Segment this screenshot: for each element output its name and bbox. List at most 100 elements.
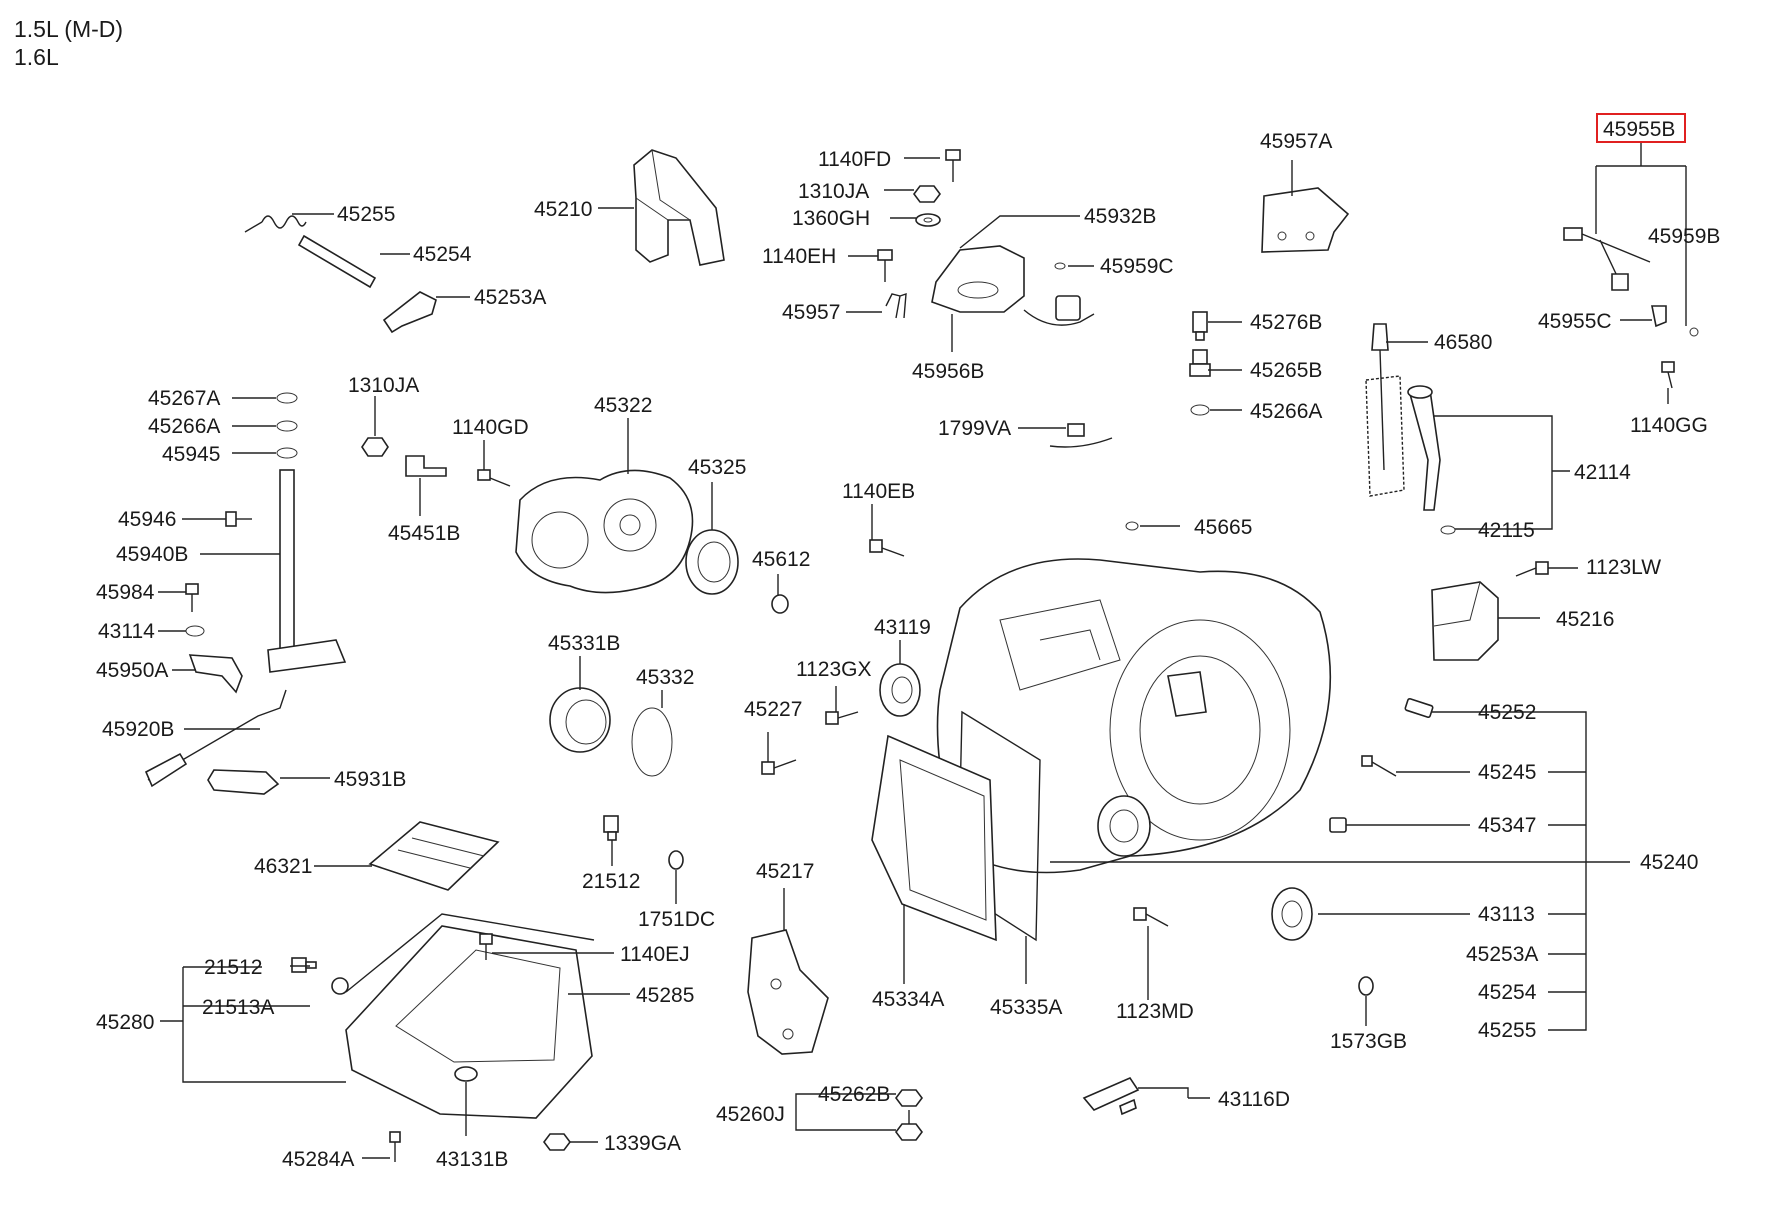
label-45255[interactable]: 45255 — [337, 203, 395, 226]
label-45957A[interactable]: 45957A — [1260, 130, 1332, 153]
label-46321[interactable]: 46321 — [254, 855, 312, 878]
label-45334A[interactable]: 45334A — [872, 988, 944, 1011]
label-45325[interactable]: 45325 — [688, 456, 746, 479]
label-45252[interactable]: 45252 — [1478, 701, 1536, 724]
label-45984[interactable]: 45984 — [96, 581, 155, 604]
plug-45252-part — [1404, 697, 1434, 719]
bracket-45216-part — [1431, 581, 1499, 661]
label-45227[interactable]: 45227 — [744, 698, 802, 721]
label-43114[interactable]: 43114 — [98, 620, 155, 643]
label-45210[interactable]: 45210 — [534, 198, 592, 221]
label-43113[interactable]: 43113 — [1478, 903, 1535, 926]
label-45451B[interactable]: 45451B — [388, 522, 460, 545]
label-45217[interactable]: 45217 — [756, 860, 814, 883]
leader-lines — [158, 141, 1687, 1159]
plug-45265B-part — [1189, 349, 1211, 377]
label-1573GB[interactable]: 1573GB — [1330, 1030, 1407, 1053]
nut-1339GA-part — [543, 1133, 571, 1151]
label-45266A-left[interactable]: 45266A — [148, 415, 220, 438]
label-1339GA[interactable]: 1339GA — [604, 1132, 681, 1155]
spring-45255-part — [244, 215, 307, 233]
label-45347[interactable]: 45347 — [1478, 814, 1536, 837]
bolt-1140EJ-part — [479, 933, 493, 960]
label-45932B[interactable]: 45932B — [1084, 205, 1156, 228]
oring-45945-part — [276, 447, 298, 459]
label-45946[interactable]: 45946 — [118, 508, 176, 531]
label-45266A-right[interactable]: 45266A — [1250, 400, 1322, 423]
label-45265B[interactable]: 45265B — [1250, 359, 1322, 382]
label-45612[interactable]: 45612 — [752, 548, 810, 571]
label-45276B[interactable]: 45276B — [1250, 311, 1322, 334]
filter-46321-part — [368, 821, 500, 891]
label-45959B[interactable]: 45959B — [1648, 225, 1720, 248]
label-43131B[interactable]: 43131B — [436, 1148, 508, 1171]
oring-42115-part — [1440, 525, 1456, 535]
bolt-1123MD-part — [1133, 907, 1169, 927]
label-46580[interactable]: 46580 — [1434, 331, 1492, 354]
label-45335A[interactable]: 45335A — [990, 996, 1062, 1019]
rod-45920B-part — [144, 689, 287, 788]
label-45245[interactable]: 45245 — [1478, 761, 1536, 784]
label-45956B[interactable]: 45956B — [912, 360, 984, 383]
label-45920B[interactable]: 45920B — [102, 718, 174, 741]
label-21512-mid[interactable]: 21512 — [582, 870, 640, 893]
label-42115[interactable]: 42115 — [1478, 519, 1535, 542]
clip-45957-part — [885, 293, 907, 319]
cover-45322-part — [515, 469, 694, 594]
label-21513A[interactable]: 21513A — [202, 996, 274, 1019]
label-45955B[interactable]: 45955B — [1603, 118, 1675, 141]
label-45254[interactable]: 45254 — [413, 243, 472, 266]
label-45955C[interactable]: 45955C — [1538, 310, 1612, 333]
highlight-box-45955B — [1596, 113, 1686, 143]
label-43116D[interactable]: 43116D — [1218, 1088, 1290, 1111]
label-45254-right[interactable]: 45254 — [1478, 981, 1537, 1004]
label-45255-right[interactable]: 45255 — [1478, 1019, 1536, 1042]
plug-45347-part — [1329, 817, 1347, 833]
label-45240[interactable]: 45240 — [1640, 851, 1698, 874]
label-45957[interactable]: 45957 — [782, 301, 840, 324]
label-45253A-right[interactable]: 45253A — [1466, 943, 1538, 966]
label-45959C[interactable]: 45959C — [1100, 255, 1174, 278]
nut-1310JA-mid-part — [361, 437, 389, 457]
label-1140EH[interactable]: 1140EH — [762, 245, 836, 268]
label-45950A[interactable]: 45950A — [96, 659, 168, 682]
label-1310JA-mid[interactable]: 1310JA — [348, 374, 419, 397]
bolt-45260J-part — [895, 1110, 923, 1141]
label-1123GX[interactable]: 1123GX — [796, 658, 872, 681]
label-1123MD[interactable]: 1123MD — [1116, 1000, 1194, 1023]
label-45262B[interactable]: 45262B — [818, 1083, 890, 1106]
label-45216[interactable]: 45216 — [1556, 608, 1614, 631]
label-45331B[interactable]: 45331B — [548, 632, 620, 655]
label-1140EJ[interactable]: 1140EJ — [620, 943, 690, 966]
label-1140GG[interactable]: 1140GG — [1630, 414, 1708, 437]
dipstick-46580-part — [1365, 323, 1405, 497]
label-1140GD[interactable]: 1140GD — [452, 416, 529, 439]
bracket-45210-part — [633, 149, 725, 266]
label-1799VA[interactable]: 1799VA — [938, 417, 1011, 440]
label-45322[interactable]: 45322 — [594, 394, 652, 417]
label-45665[interactable]: 45665 — [1194, 516, 1252, 539]
label-45253A[interactable]: 45253A — [474, 286, 546, 309]
label-45285[interactable]: 45285 — [636, 984, 694, 1007]
label-1751DC[interactable]: 1751DC — [638, 908, 715, 931]
label-1310JA-top[interactable]: 1310JA — [798, 180, 869, 203]
label-1140EB[interactable]: 1140EB — [842, 480, 915, 503]
label-45284A[interactable]: 45284A — [282, 1148, 354, 1171]
washer-1360GH-part — [915, 213, 941, 227]
label-45931B[interactable]: 45931B — [334, 768, 406, 791]
label-45260J[interactable]: 45260J — [716, 1103, 785, 1126]
label-1360GH[interactable]: 1360GH — [792, 207, 870, 230]
bracket-45217-part — [747, 929, 829, 1055]
label-43119[interactable]: 43119 — [874, 616, 931, 639]
label-45940B[interactable]: 45940B — [116, 543, 188, 566]
label-45267A[interactable]: 45267A — [148, 387, 220, 410]
label-42114[interactable]: 42114 — [1574, 461, 1631, 484]
label-45280[interactable]: 45280 — [96, 1011, 154, 1034]
label-21512-left[interactable]: 21512 — [204, 956, 262, 979]
label-45332[interactable]: 45332 — [636, 666, 694, 689]
label-45945[interactable]: 45945 — [162, 443, 220, 466]
label-1123LW[interactable]: 1123LW — [1586, 556, 1661, 579]
label-1140FD[interactable]: 1140FD — [818, 148, 891, 171]
bolt-45984-part — [185, 583, 199, 612]
